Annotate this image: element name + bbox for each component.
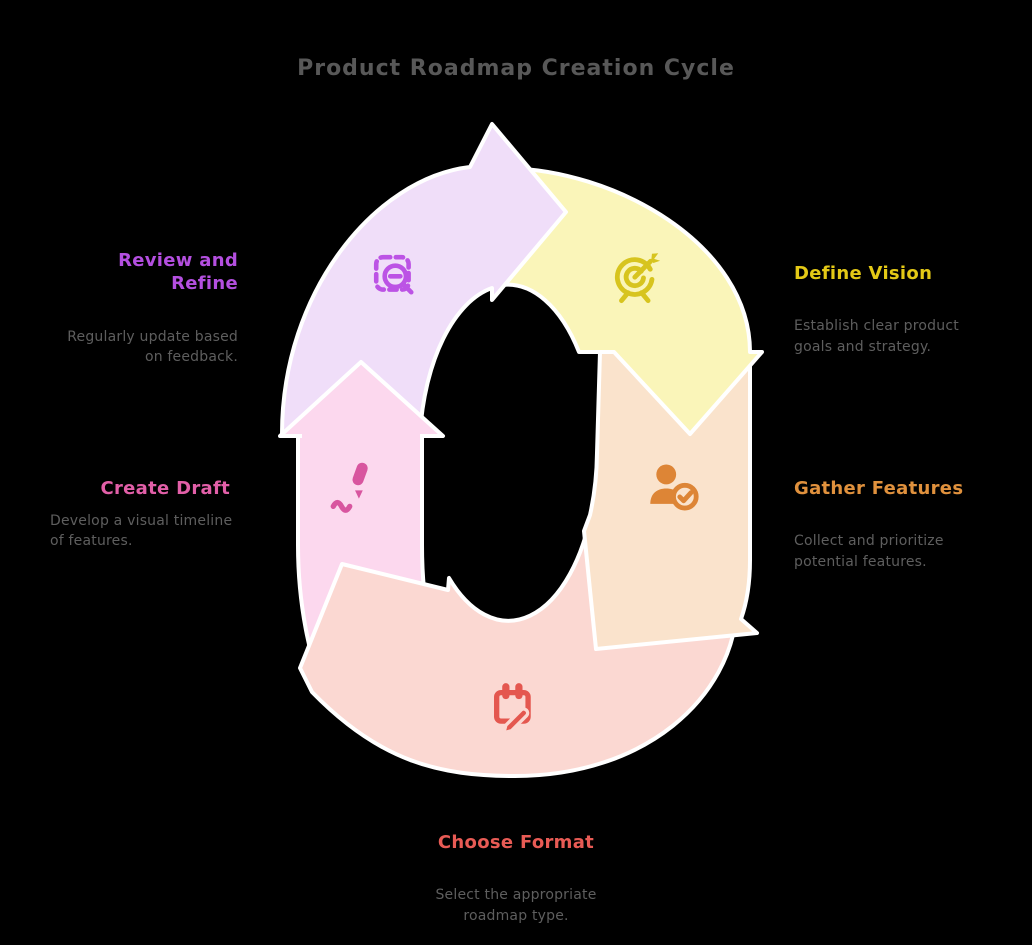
step-choose-format-description: Select the appropriate roadmap type.	[435, 887, 597, 924]
marker-icon	[327, 459, 385, 517]
step-create-draft-desc-block: Develop a visual timeline of features.	[50, 492, 250, 571]
arrow-define-vision	[500, 166, 764, 436]
step-choose-format-label: Choose Format	[437, 832, 595, 853]
step-gather-features-label: Gather Features	[794, 478, 964, 499]
step-create-draft-description: Develop a visual timeline of features.	[50, 513, 233, 550]
step-create-draft-label: Create Draft	[100, 478, 230, 499]
step-define-vision: Define Vision Establish clear product go…	[794, 243, 1024, 376]
calendar-edit-icon	[487, 681, 545, 739]
target-arrow-icon	[607, 247, 665, 305]
user-check-icon	[644, 458, 702, 516]
step-choose-format: Choose Format Select the appropriate roa…	[386, 812, 646, 945]
step-define-vision-label: Define Vision	[794, 263, 933, 284]
arrow-create-draft-join	[302, 431, 420, 440]
step-gather-features: Gather Features Collect and prioritize p…	[794, 458, 1024, 591]
arrow-review-refine	[280, 122, 568, 436]
step-review-refine: Review and Refine Regularly update based…	[18, 230, 238, 386]
step-create-draft: Create Draft	[20, 458, 230, 519]
step-review-refine-label: Review and Refine	[118, 250, 238, 295]
diagram-title: Product Roadmap Creation Cycle	[297, 56, 735, 81]
step-review-refine-description: Regularly update based on feedback.	[67, 328, 238, 366]
step-define-vision-description: Establish clear product goals and strate…	[794, 318, 959, 355]
zoom-area-icon	[368, 249, 426, 307]
step-gather-features-description: Collect and prioritize potential feature…	[794, 533, 944, 570]
